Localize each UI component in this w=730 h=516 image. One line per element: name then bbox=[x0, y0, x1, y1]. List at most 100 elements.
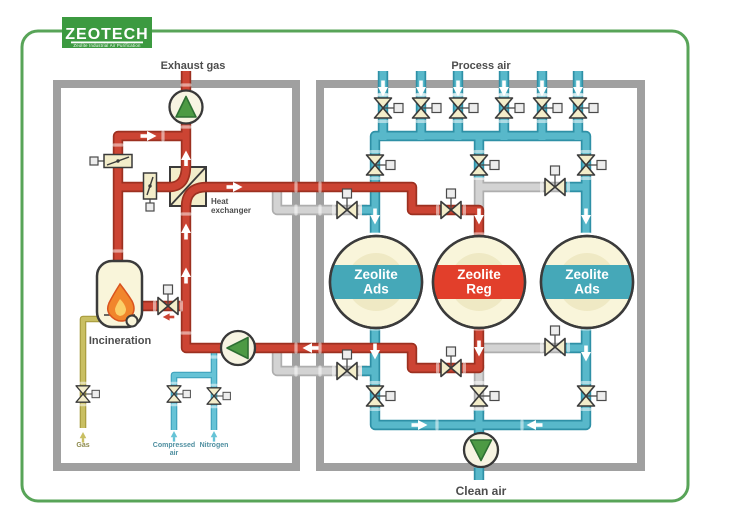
fan-up-icon bbox=[175, 95, 197, 118]
vessel-label: Zeolite bbox=[457, 267, 501, 282]
valve-icon bbox=[576, 150, 607, 180]
flow-arrow-icon bbox=[581, 208, 591, 225]
flow-arrow-icon bbox=[416, 80, 426, 97]
incineration-unit-frame bbox=[53, 80, 300, 471]
vessel-band bbox=[331, 265, 421, 299]
flow-arrow-icon bbox=[162, 313, 175, 321]
flow-arrow-icon bbox=[302, 343, 319, 353]
valve-actuator-icon bbox=[341, 349, 353, 360]
damper-actuator-icon bbox=[145, 202, 155, 212]
damper-heat-exchanger-inlet bbox=[142, 172, 158, 212]
valve-actuator-icon bbox=[222, 391, 231, 401]
process-air-label: Process air bbox=[451, 60, 511, 72]
pipe-flange bbox=[161, 130, 165, 142]
valve-actuator-icon bbox=[341, 188, 353, 199]
valve-icon bbox=[494, 93, 525, 123]
valve-actuator-icon bbox=[549, 165, 561, 176]
flow-arrow-icon bbox=[181, 223, 191, 240]
vessel-label: Ads bbox=[574, 282, 600, 297]
valve-icon bbox=[469, 381, 500, 411]
valve-icon bbox=[153, 284, 183, 316]
zeolite-vessel-2: Zeolite Reg bbox=[431, 234, 527, 330]
valve-actuator-icon bbox=[182, 389, 191, 399]
valve-icon bbox=[568, 93, 599, 123]
valve-actuator-icon bbox=[385, 390, 396, 402]
flow-arrow-icon bbox=[378, 80, 388, 97]
valve-icon bbox=[532, 93, 563, 123]
valve-actuator-icon bbox=[588, 102, 599, 114]
valve-icon bbox=[436, 188, 466, 220]
valve-actuator-icon bbox=[596, 390, 607, 402]
flow-arrow-icon bbox=[411, 420, 428, 430]
flow-arrow-icon bbox=[453, 80, 463, 97]
pipe-flange bbox=[180, 83, 192, 87]
vessel-label: Zeolite bbox=[565, 267, 609, 282]
compressed-air-label: air bbox=[170, 450, 179, 457]
valve-icon bbox=[206, 383, 231, 409]
pipe-flange bbox=[318, 365, 322, 377]
flow-arrow-icon bbox=[370, 343, 380, 360]
pipe-flange bbox=[318, 342, 322, 354]
burner-nozzle bbox=[125, 314, 139, 328]
valve-icon bbox=[365, 150, 396, 180]
valve-actuator-icon bbox=[445, 188, 457, 199]
valve-actuator-icon bbox=[552, 102, 563, 114]
valve-icon bbox=[411, 93, 442, 123]
recirculation-fan bbox=[219, 329, 257, 367]
flow-arrow-icon bbox=[181, 267, 191, 284]
flow-arrow-icon bbox=[79, 432, 87, 443]
valve-actuator-icon bbox=[489, 390, 500, 402]
valve-icon bbox=[332, 349, 362, 381]
zeolite-vessel-1: Zeolite Ads bbox=[328, 234, 424, 330]
incineration-vessel bbox=[95, 259, 144, 329]
clean-air-label: Clean air bbox=[456, 484, 507, 498]
heat-exchanger-label: exchanger bbox=[211, 206, 251, 215]
valve-actuator-icon bbox=[468, 102, 479, 114]
vessel-band bbox=[434, 265, 524, 299]
logo-brand: ZEOTECH bbox=[65, 26, 148, 43]
flow-arrow-icon bbox=[581, 345, 591, 362]
pipe-flange bbox=[520, 419, 524, 431]
valve-actuator-icon bbox=[431, 102, 442, 114]
zeolite-vessel-3: Zeolite Ads bbox=[539, 234, 635, 330]
gas-label: Gas bbox=[76, 442, 89, 449]
flow-arrow-icon bbox=[573, 80, 583, 97]
pipe-flange bbox=[473, 232, 485, 236]
exhaust-gas-label: Exhaust gas bbox=[161, 60, 226, 72]
valve-icon bbox=[332, 188, 362, 220]
valves bbox=[75, 93, 607, 411]
flow-arrow-icon bbox=[170, 431, 178, 442]
flow-arrow-icon bbox=[181, 150, 191, 167]
valve-actuator-icon bbox=[549, 325, 561, 336]
page-border bbox=[20, 29, 690, 503]
flow-arrow-icon bbox=[210, 431, 218, 442]
valve-icon bbox=[365, 381, 396, 411]
pipe-flange bbox=[208, 355, 220, 359]
valve-actuator-icon bbox=[393, 102, 404, 114]
flow-arrow-icon bbox=[474, 340, 484, 357]
pipe-flange bbox=[318, 181, 322, 193]
compressed-air-label: Compressed bbox=[153, 442, 195, 449]
flow-arrow-icon bbox=[140, 131, 157, 141]
pipe-flange bbox=[180, 331, 192, 335]
flow-arrow-icon bbox=[370, 208, 380, 225]
nitrogen-label: Nitrogen bbox=[200, 442, 229, 449]
vessel-label: Reg bbox=[466, 282, 492, 297]
valve-icon bbox=[540, 165, 570, 197]
logo-tagline: Zeolite Industrial Air Purification bbox=[73, 43, 141, 48]
valve-icon bbox=[75, 381, 100, 407]
pipe-flange bbox=[294, 342, 298, 354]
valve-icon bbox=[373, 93, 404, 123]
logo-underline bbox=[71, 41, 143, 44]
exhaust-fan bbox=[168, 89, 204, 125]
labels: Exhaust gas Process air Clean air Incine… bbox=[76, 60, 511, 498]
valve-actuator-icon bbox=[489, 159, 500, 171]
pipe-flange bbox=[294, 181, 298, 193]
valve-actuator-icon bbox=[385, 159, 396, 171]
vessel-band bbox=[542, 265, 632, 299]
flow-arrow-icon bbox=[526, 420, 543, 430]
flame-icon bbox=[106, 282, 135, 322]
valve-icon bbox=[540, 325, 570, 357]
flow-arrow-icon bbox=[474, 208, 484, 225]
